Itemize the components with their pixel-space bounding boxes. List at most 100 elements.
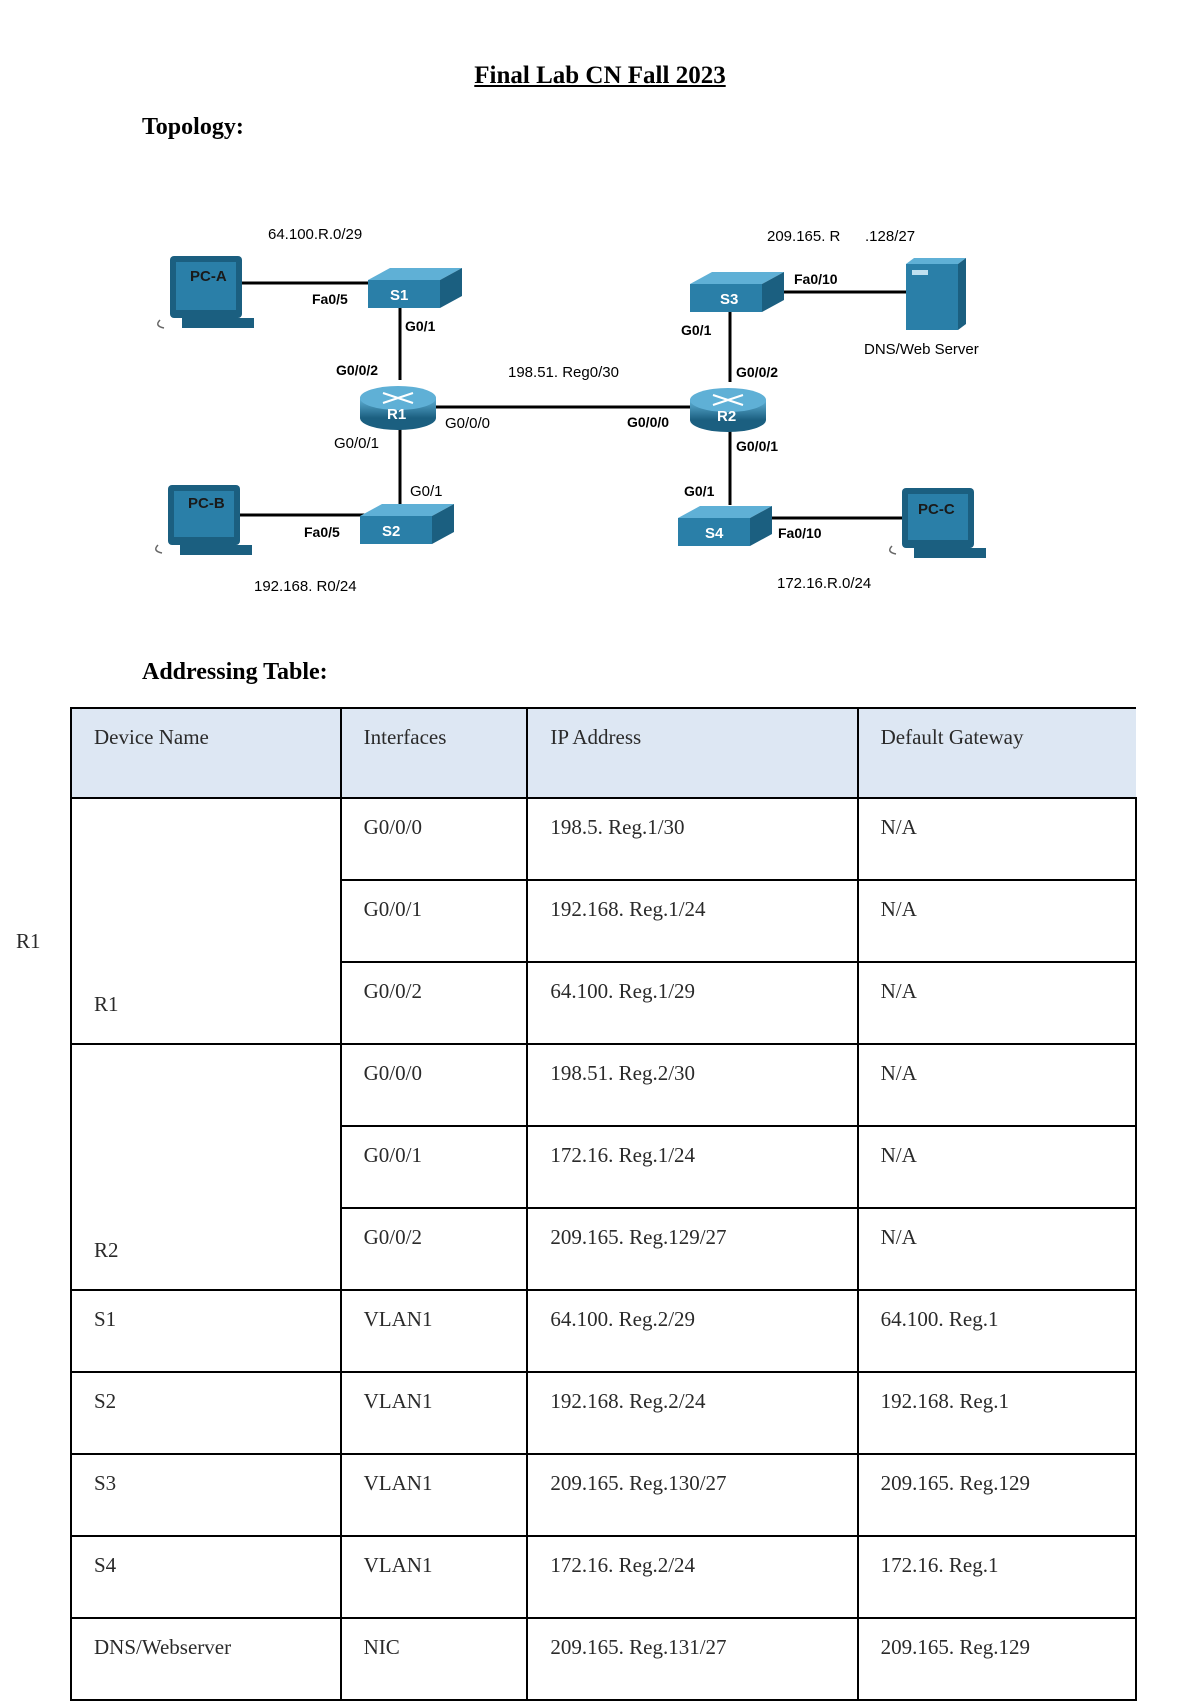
port-s1-fa: Fa0/5 [312,291,348,307]
device-cell: S4 [70,1535,342,1619]
ip-cell: 209.165. Reg.130/27 [526,1453,859,1537]
table-row: R2 G0/0/0 198.51. Reg.2/30 N/A [70,1043,1138,1291]
ip-cell: 64.100. Reg.1/29 [526,961,859,1045]
interface-cell: G0/0/1 [339,879,529,963]
switch-s1-label: S1 [390,287,408,304]
header-interfaces: Interfaces [339,707,529,799]
gateway-cell: N/A [856,797,1138,881]
pc-c-label: PC-C [918,501,955,518]
side-label: R1 [16,929,41,953]
port-s4-fa: Fa0/10 [778,525,822,541]
ip-cell: 209.165. Reg.129/27 [526,1207,859,1291]
ip-cell: 209.165. Reg.131/27 [526,1617,859,1701]
switch-s3-icon: S3 [690,272,784,312]
switch-s1-icon: S1 [368,268,462,308]
links [240,281,910,520]
ip-cell: 172.16. Reg.1/24 [526,1125,859,1209]
port-r2-g000: G0/0/0 [627,414,669,430]
table-header-row: Device Name Interfaces IP Address Defaul… [70,707,1136,799]
gateway-cell: 172.16. Reg.1 [856,1535,1138,1619]
device-cell: S3 [70,1453,342,1537]
port-r2-g002: G0/0/2 [736,364,778,380]
table-row: G0/0/1 192.168. Reg.1/24 N/A [71,879,1138,963]
pc-a-label: PC-A [190,268,227,285]
ip-cell: 198.51. Reg.2/30 [526,1043,859,1127]
interface-cell: NIC [339,1617,529,1701]
router-r1-icon: R1 [360,386,436,430]
gateway-cell: 209.165. Reg.129 [856,1453,1138,1537]
ip-cell: 64.100. Reg.2/29 [526,1289,859,1373]
topology-diagram: PC-A PC-B PC-C S1 S2 S3 [155,226,986,595]
router-r2-label: R2 [717,408,736,425]
network-label-s3-b: .128/27 [865,228,915,245]
switch-s2-label: S2 [382,523,400,540]
interface-cell: VLAN1 [339,1453,529,1537]
port-s3-g: G0/1 [681,322,712,338]
ip-cell: 198.5. Reg.1/30 [526,797,859,881]
interface-cell: G0/0/2 [339,1207,529,1291]
interface-cell: VLAN1 [339,1535,529,1619]
port-s2-g: G0/1 [410,483,443,500]
table-row: S3 VLAN1 209.165. Reg.130/27 209.165. Re… [70,1453,1138,1537]
table-row: S1 VLAN1 64.100. Reg.2/29 64.100. Reg.1 [70,1289,1138,1373]
switch-s4-icon: S4 [678,506,772,546]
interface-cell: G0/0/2 [339,961,529,1045]
device-cell: S1 [70,1289,342,1373]
pc-b-label: PC-B [188,495,225,512]
gateway-cell: 192.168. Reg.1 [856,1371,1138,1455]
switch-s3-label: S3 [720,291,738,308]
interface-cell: G0/0/0 [339,797,529,881]
port-s1-g: G0/1 [405,318,436,334]
gateway-cell: N/A [856,1125,1138,1209]
port-s2-fa: Fa0/5 [304,524,340,540]
pc-c-icon: PC-C [889,488,986,558]
header-ip-address: IP Address [526,707,859,799]
table-row: R1 G0/0/0 198.5. Reg.1/30 N/A [70,797,1138,1045]
addressing-table: Device Name Interfaces IP Address Defaul… [70,707,1138,1701]
header-device-name: Device Name [70,707,342,799]
network-label-s3-a: 209.165. R [767,228,841,245]
port-r2-g001: G0/0/1 [736,438,778,454]
table-row: S2 VLAN1 192.168. Reg.2/24 192.168. Reg.… [70,1371,1138,1455]
gateway-cell: N/A [856,1043,1138,1127]
pc-b-icon: PC-B [155,485,252,555]
port-s3-fa: Fa0/10 [794,271,838,287]
table-row: DNS/Webserver NIC 209.165. Reg.131/27 20… [70,1617,1138,1701]
topology-heading: Topology: [142,114,244,140]
router-r2-icon: R2 [690,388,766,432]
ip-cell: 192.168. Reg.1/24 [526,879,859,963]
port-s4-g: G0/1 [684,483,715,499]
addressing-heading: Addressing Table: [142,659,328,685]
ip-cell: 192.168. Reg.2/24 [526,1371,859,1455]
table-row: S4 VLAN1 172.16. Reg.2/24 172.16. Reg.1 [70,1535,1138,1619]
network-label-s1: 64.100.R.0/29 [268,226,362,243]
header-default-gateway: Default Gateway [856,707,1136,799]
port-r1-g000: G0/0/0 [445,415,490,432]
gateway-cell: 209.165. Reg.129 [856,1617,1138,1701]
pc-a-icon: PC-A [157,256,254,329]
device-cell: DNS/Webserver [70,1617,342,1701]
device-cell-r1: R1 [70,797,342,1045]
port-r1-g002: G0/0/2 [336,362,378,378]
network-label-s4: 172.16.R.0/24 [777,575,871,592]
switch-s2-icon: S2 [360,504,454,544]
ip-cell: 172.16. Reg.2/24 [526,1535,859,1619]
interface-cell: VLAN1 [339,1289,529,1373]
device-cell-r2: R2 [70,1043,342,1291]
network-label-wan: 198.51. Reg0/30 [508,364,619,381]
gateway-cell: N/A [856,1207,1138,1291]
server-label: DNS/Web Server [864,341,979,358]
network-label-s2: 192.168. R0/24 [254,578,357,595]
switch-s4-label: S4 [705,525,724,542]
interface-cell: VLAN1 [339,1371,529,1455]
table-row: G0/0/2 209.165. Reg.129/27 N/A [71,1207,1138,1291]
server-icon [906,258,966,330]
page-title: Final Lab CN Fall 2023 [474,62,726,89]
device-cell: S2 [70,1371,342,1455]
interface-cell: G0/0/1 [339,1125,529,1209]
gateway-cell: N/A [856,879,1138,963]
interface-cell: G0/0/0 [339,1043,529,1127]
port-r1-g001: G0/0/1 [334,435,379,452]
router-r1-label: R1 [387,406,406,423]
table-row: G0/0/1 172.16. Reg.1/24 N/A [71,1125,1138,1209]
